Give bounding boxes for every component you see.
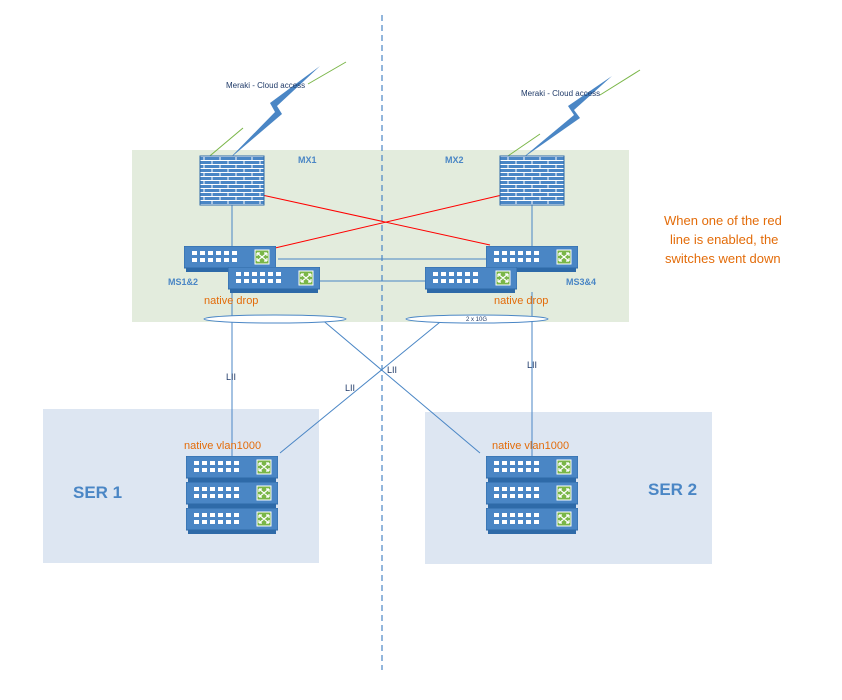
lag-ellipse-right xyxy=(405,314,549,324)
cloud-label-right: Meraki - Cloud access xyxy=(521,89,600,98)
firewall-label-mx2: MX2 xyxy=(445,155,464,165)
note-line-2: line is enabled, the xyxy=(670,232,778,247)
lag-ellipse-left xyxy=(203,314,347,324)
vlan-label-right: native vlan1000 xyxy=(492,440,569,452)
switch-icon-ser2-b xyxy=(486,482,578,508)
cloud-uplink-right xyxy=(599,69,641,96)
server-room-label-ser1: SER 1 xyxy=(73,483,122,502)
link-label: LII xyxy=(387,365,397,375)
switch-icon-ser1-a xyxy=(186,456,278,482)
server-room-label-ser2: SER 2 xyxy=(648,480,697,499)
cross-link-ms12-ser2 xyxy=(319,317,481,454)
switch-icon-ser2-a xyxy=(486,456,578,482)
note-line-1: When one of the red xyxy=(664,213,782,228)
switch-icon-ms2 xyxy=(228,267,320,293)
link-label: LII xyxy=(345,383,355,393)
firewall-icon xyxy=(199,155,265,206)
vlan-label-left: native vlan1000 xyxy=(184,440,261,452)
red-link-mx2-ms12 xyxy=(274,194,503,249)
cloud-uplink-left-lower xyxy=(204,127,244,161)
switch-label-ms34: MS3&4 xyxy=(566,277,596,287)
firewall-icon xyxy=(499,155,565,206)
switch-icon-ser2-c xyxy=(486,508,578,534)
lag-label: 2 x 10G xyxy=(466,317,487,323)
switch-icon-ms4 xyxy=(425,267,517,293)
switch-icon-ser1-c xyxy=(186,508,278,534)
native-drop-right: native drop xyxy=(494,295,548,307)
red-link-mx1-ms34 xyxy=(261,194,491,246)
cloud-uplink-right-lower xyxy=(504,133,541,159)
cross-link-ms34-ser1 xyxy=(279,317,446,454)
firewall-label-mx1: MX1 xyxy=(298,155,317,165)
firewall-mx2 xyxy=(499,155,565,206)
switch-icon-ser1-b xyxy=(186,482,278,508)
firewall-mx1 xyxy=(199,155,265,206)
cloud-label-left: Meraki - Cloud access xyxy=(226,81,305,90)
native-drop-left: native drop xyxy=(204,295,258,307)
link-label: LII xyxy=(527,360,537,370)
switch-label-ms12: MS1&2 xyxy=(168,277,198,287)
cloud-uplink-left xyxy=(307,61,347,85)
note-line-3: switches went down xyxy=(665,251,781,266)
link-label: LII xyxy=(226,372,236,382)
